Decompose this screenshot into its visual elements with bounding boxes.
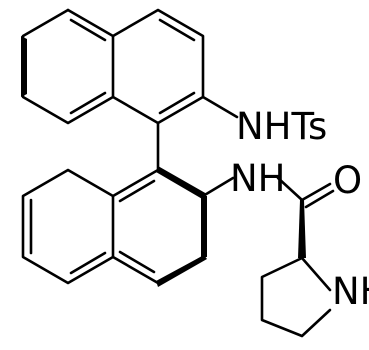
carbonyl-bond-2 bbox=[304, 189, 335, 209]
pyrrolidine-nh-label: NH bbox=[332, 270, 369, 313]
bond-to-amide-nh bbox=[201, 176, 235, 198]
lower-bold-edge-top bbox=[156, 166, 207, 200]
lower-naphthalene bbox=[21, 166, 235, 287]
upper-double-bond-1 bbox=[69, 18, 107, 42]
upper-double-bond-2 bbox=[69, 91, 107, 115]
amide-nh-label: NH bbox=[230, 157, 286, 200]
upper-right-ring bbox=[111, 8, 205, 125]
carbonyl-oxygen-label: O bbox=[333, 159, 362, 202]
alpha-wedge bbox=[298, 200, 306, 258]
carbonyl-bond-1 bbox=[300, 182, 332, 202]
bond-nh-carbonyl bbox=[276, 176, 304, 202]
lower-double-bond-4 bbox=[69, 251, 107, 275]
lower-double-bond-2 bbox=[118, 250, 156, 274]
upper-bold-edge bbox=[21, 36, 27, 97]
pyrrolidine-ring bbox=[260, 256, 332, 338]
lower-double-bond-1 bbox=[118, 179, 156, 203]
upper-double-bond-4 bbox=[158, 91, 196, 115]
nhts-label: NHTs bbox=[236, 105, 327, 148]
lower-left-ring bbox=[21, 168, 115, 285]
prolinamide bbox=[260, 176, 335, 338]
upper-double-bond-3 bbox=[158, 18, 196, 42]
lower-bold-edge-right bbox=[201, 196, 207, 257]
upper-naphthalene bbox=[21, 8, 239, 125]
bond-to-nhts bbox=[201, 95, 239, 119]
upper-left-ring bbox=[21, 8, 115, 125]
lower-bold-edge-bottom bbox=[156, 255, 207, 287]
